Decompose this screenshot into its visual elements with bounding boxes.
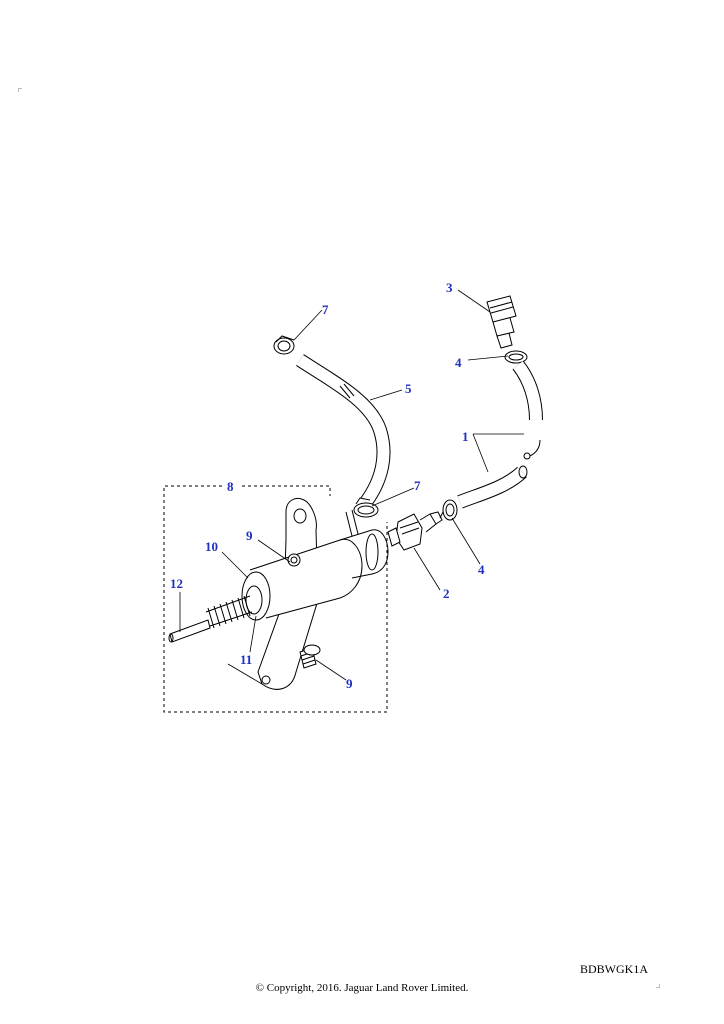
adaptor-3 (486, 295, 517, 349)
callout-4-top: 4 (455, 355, 462, 370)
screw-9 (299, 644, 321, 669)
hose-1-lower (457, 465, 528, 509)
callout-9-upper: 9 (246, 528, 253, 543)
copyright-notice: © Copyright, 2016. Jaguar Land Rover Lim… (255, 982, 469, 994)
adaptor-2 (387, 511, 443, 551)
callout-11: 11 (240, 652, 252, 667)
callout-12: 12 (170, 576, 183, 591)
hose-5 (296, 354, 391, 507)
callout-1: 1 (462, 429, 469, 444)
hose-clip-7-top (273, 335, 295, 355)
assembly-boundary (163, 485, 388, 713)
diagram-reference-code: BDBWGK1A (580, 962, 648, 976)
callout-4-lower: 4 (478, 562, 485, 577)
callout-5: 5 (405, 381, 412, 396)
corner-mark-top-left (18, 88, 22, 92)
callout-2: 2 (443, 586, 450, 601)
callout-3: 3 (446, 280, 453, 295)
leader-lines (179, 289, 524, 685)
hose-clip-4-lower (439, 499, 458, 521)
stop-solenoid-assembly-8 (168, 498, 389, 690)
hose-1-upper (512, 360, 543, 421)
callout-7-top: 7 (322, 302, 329, 317)
callout-9-lower: 9 (346, 676, 353, 691)
callout-8: 8 (227, 479, 234, 494)
callout-7-lower: 7 (414, 478, 421, 493)
hose-clip-4-top (504, 350, 528, 364)
callout-10: 10 (205, 539, 218, 554)
hose-clip-7-lower (353, 497, 379, 518)
